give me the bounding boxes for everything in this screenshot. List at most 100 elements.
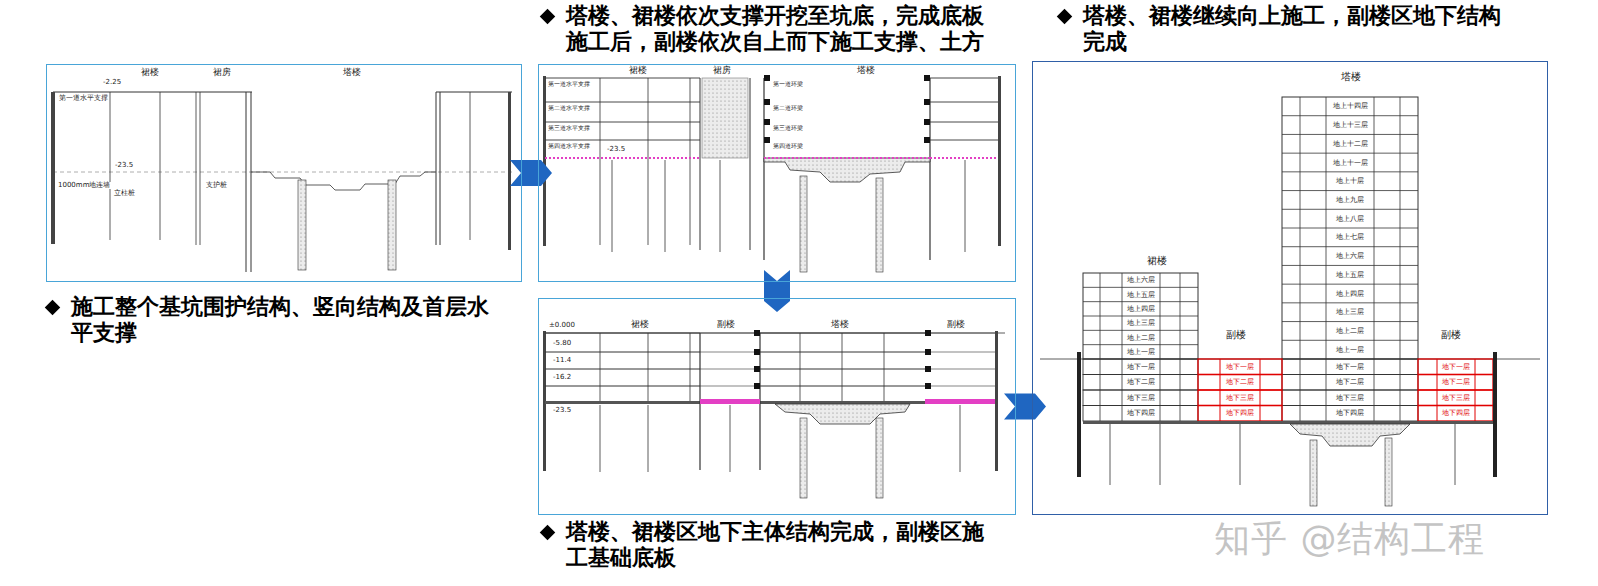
structure-line — [200, 92, 201, 245]
structure-line — [545, 140, 700, 141]
floor-label: 地下一层 — [1126, 363, 1156, 370]
structure-line — [665, 160, 666, 252]
section-label: 第三道水平支撑 — [547, 125, 591, 131]
section-label: 副楼 — [716, 320, 736, 329]
floor-label: 地上二层 — [1126, 334, 1156, 341]
bullet-diamond — [1057, 8, 1073, 24]
structure-line — [1282, 265, 1418, 266]
structure-line — [1282, 153, 1418, 154]
retaining-wall — [998, 76, 1001, 246]
retaining-wall — [508, 92, 511, 250]
ring-beam — [924, 99, 930, 105]
section-label: 第一道水平支撑 — [547, 81, 591, 87]
structure-line — [960, 405, 961, 472]
structure-line — [53, 172, 512, 173]
ring-beam — [924, 137, 930, 143]
watermark: 知乎 @结构工程 — [1213, 521, 1486, 557]
floor-label: 地上十二层 — [1332, 140, 1369, 147]
structure-line — [1282, 228, 1418, 229]
pile — [1385, 438, 1392, 506]
structure-line — [1282, 321, 1418, 322]
floor-label: 地上十层 — [1335, 178, 1365, 185]
structure-line — [930, 140, 998, 141]
structure-line — [1282, 340, 1418, 341]
ring-beam — [764, 75, 770, 81]
section-label: -23.5 — [114, 162, 134, 169]
structure-line — [600, 333, 601, 401]
bullet-diamond — [540, 8, 556, 24]
section-label: 第二道环梁 — [772, 105, 804, 111]
structure-line — [545, 122, 700, 123]
basement-cell — [1083, 375, 1198, 391]
structure-line — [925, 333, 995, 334]
structure-line — [246, 92, 247, 272]
ring-beam — [764, 119, 770, 125]
structure-line — [1437, 359, 1438, 421]
floor-label: 地下三层 — [1441, 394, 1471, 401]
retaining-wall — [1493, 352, 1497, 477]
pile — [388, 180, 396, 270]
ring-beam — [764, 99, 770, 105]
stage-panel: 塔楼、裙楼依次支撑开挖至坑底，完成底板施工后，副楼依次自上而下施工支撑、土方 — [538, 64, 1016, 282]
structure-line — [965, 160, 966, 252]
flow-chevron — [510, 160, 552, 186]
structure-line — [700, 369, 760, 370]
section-label: 第一道水平支撑 — [58, 95, 109, 102]
structure-line — [930, 157, 998, 159]
section-label: 第二道水平支撑 — [547, 105, 591, 111]
structure-line — [470, 92, 471, 240]
section-label: 塔楼 — [830, 320, 850, 329]
structure-line — [436, 92, 512, 93]
structure-line — [764, 157, 930, 159]
structure-line — [648, 405, 649, 472]
floor-label: 地上一层 — [1126, 348, 1156, 355]
basement-cell — [1282, 406, 1418, 422]
section-label: -23.5 — [552, 407, 572, 414]
structure-line — [1282, 209, 1418, 210]
stage-caption: 塔楼、裙楼依次支撑开挖至坑底，完成底板施工后，副楼依次自上而下施工支撑、土方 — [566, 3, 998, 55]
section-label: 第三道环梁 — [772, 125, 804, 131]
structure-line — [842, 333, 843, 401]
floor-label: 地上十四层 — [1332, 103, 1369, 110]
basement-cell — [1083, 359, 1198, 375]
floor-label: 地下一层 — [1441, 363, 1471, 370]
structure-line — [1300, 97, 1301, 421]
ring-beam — [754, 330, 760, 336]
structure-line — [600, 78, 601, 245]
structure-line — [1220, 359, 1221, 421]
structure-line — [648, 78, 649, 245]
annex-basement-cell — [1418, 359, 1493, 375]
section-label: -16.2 — [552, 374, 572, 381]
section-label: 裙楼 — [628, 66, 648, 75]
stage-panel: 塔楼、裙楼继续向上施工，副楼区地下结构完成 — [1032, 61, 1548, 515]
floor-label: 地上四层 — [1335, 290, 1365, 297]
structure-line — [750, 78, 751, 250]
structure-line — [612, 160, 613, 252]
section-label: 裙楼 — [630, 320, 650, 329]
section-label: 1000mm地连墙 — [57, 182, 111, 189]
floor-label: 地上六层 — [1126, 277, 1156, 284]
section-label: -23.5 — [606, 146, 626, 153]
bullet-diamond — [540, 524, 556, 540]
floor-label: 地下三层 — [1126, 394, 1156, 401]
structure-line — [1282, 284, 1418, 285]
structure-line — [545, 386, 700, 387]
base-slab — [545, 401, 700, 404]
structure-line — [545, 157, 700, 159]
retaining-wall — [543, 76, 546, 246]
structure-line — [436, 92, 437, 245]
structure-line — [760, 333, 925, 334]
structure-line — [929, 78, 930, 260]
structure-line — [760, 369, 925, 370]
structure-line — [800, 333, 801, 401]
ring-beam — [925, 366, 931, 372]
retaining-wall — [995, 331, 998, 471]
structure-line — [1475, 359, 1476, 421]
section-label: 塔楼 — [1340, 72, 1362, 82]
structure-line — [1282, 115, 1418, 116]
retaining-wall — [51, 92, 55, 244]
basement-cell — [1083, 390, 1198, 406]
structure-line — [1240, 424, 1241, 485]
stage-panel: 塔楼、裙楼区地下主体结构完成，副楼区施工基础底板 — [538, 298, 1016, 515]
structure-line — [1326, 97, 1327, 421]
